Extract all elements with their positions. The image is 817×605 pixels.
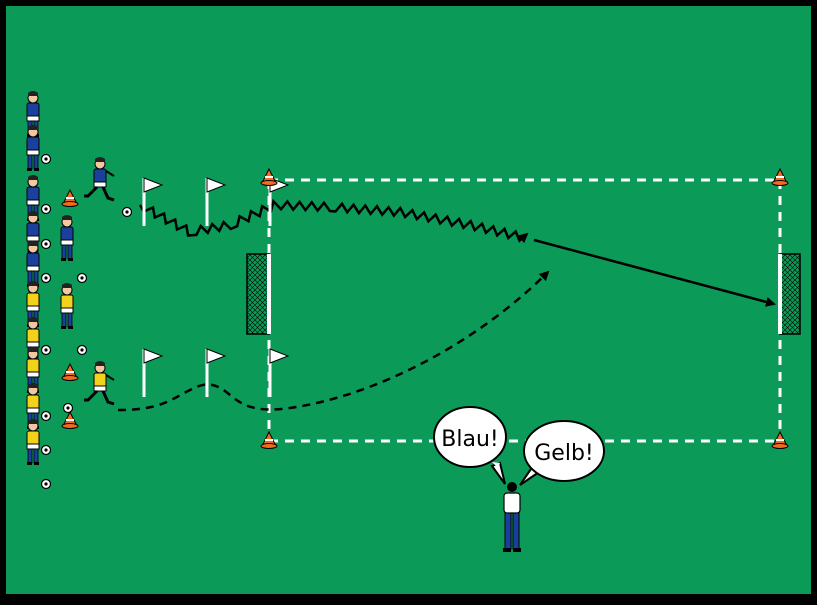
cone-icon [61,410,79,429]
shot-path-blue [533,238,776,307]
flag-icon [142,177,164,226]
cone-icon [61,188,79,207]
flag-icon [268,348,290,397]
player-icon [60,283,74,329]
player-icon [84,157,115,202]
balls-group [40,153,133,490]
cone-icon [260,430,278,449]
ball-icon [40,444,52,456]
speech-bubble-blau: Blau! [433,406,507,485]
flag-icon [142,348,164,397]
player-icon [60,215,74,261]
player-icon [26,125,40,171]
goal-icon [779,253,801,335]
players-group [26,91,115,465]
cone-icon [260,167,278,186]
speech-bubble-gelb: Gelb! [519,420,605,486]
ball-icon [121,206,133,218]
goal-icon [246,253,270,335]
ball-icon [40,344,52,356]
ball-icon [62,402,74,414]
player-icon [26,317,40,363]
coach-icon [503,482,521,552]
player-icon [26,419,40,465]
run-path-yellow [117,270,550,412]
player-icon [84,361,115,406]
goal-left [246,253,271,335]
dribble-path-blue [138,198,529,244]
ball-icon [76,272,88,284]
goal-right [778,253,801,335]
flag-icon [205,348,227,397]
ball-icon [76,344,88,356]
gelb-call-text: Gelb! [534,441,593,466]
cone-icon [771,430,789,449]
ball-icon [40,153,52,165]
ball-icon [40,478,52,490]
ball-icon [40,238,52,250]
ball-icon [40,272,52,284]
blau-call-text: Blau! [441,427,498,452]
cone-icon [771,167,789,186]
flag-icon [205,177,227,226]
cone-icon [61,362,79,381]
cones-group [61,167,789,449]
ball-icon [40,410,52,422]
ball-icon [40,203,52,215]
